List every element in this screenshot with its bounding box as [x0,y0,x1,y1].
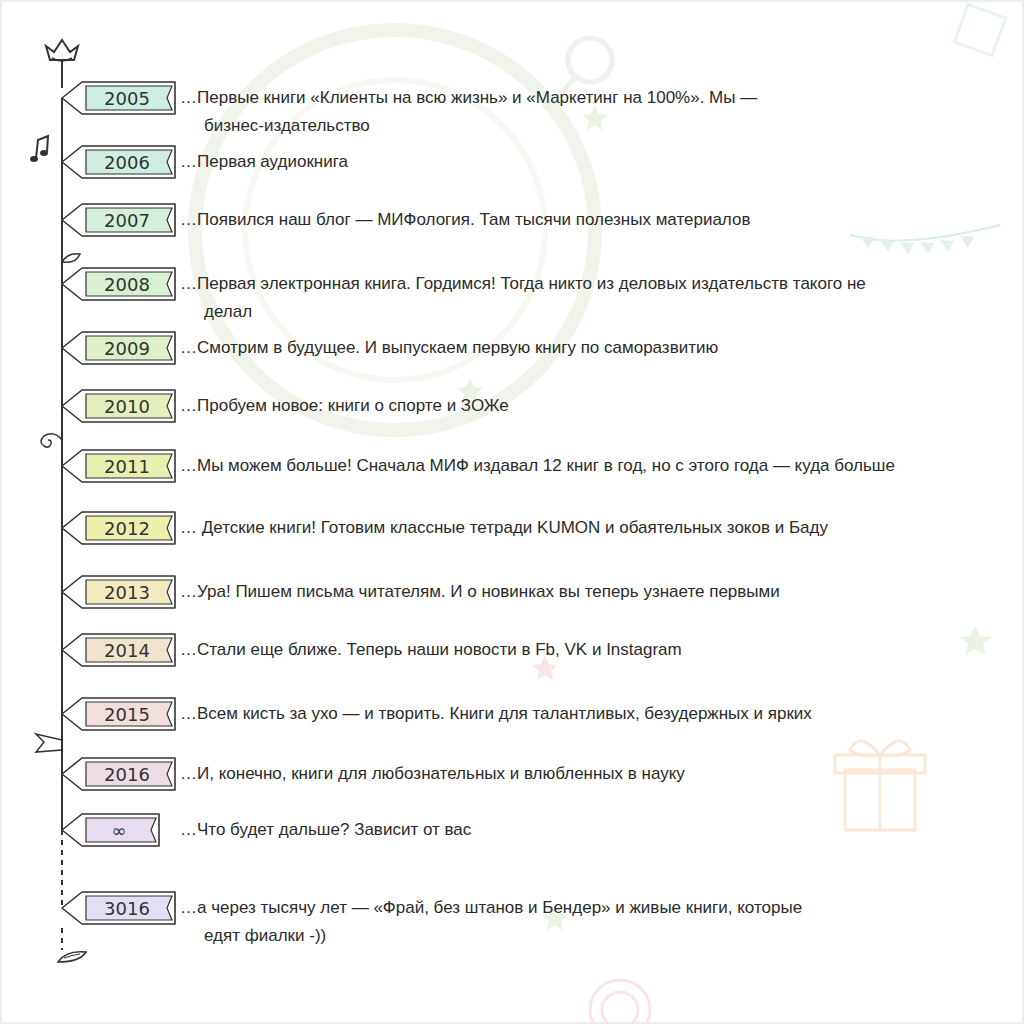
timeline-description: …Первые книги «Клиенты на всю жизнь» и «… [180,84,820,140]
year-flag: 2014 [62,633,176,667]
timeline-stem [61,162,63,220]
flag-pennant [62,814,159,846]
flag-pennant [62,450,175,482]
year-flag: 3016 [62,891,176,925]
year-label: 2016 [62,757,176,791]
year-label: 2006 [62,145,176,179]
spiral [41,434,62,447]
year-label: 2007 [62,203,176,237]
timeline-stem [61,592,63,650]
timeline-description: …Что будет дальше? Зависит от вас [180,816,1000,844]
stem-dashed [61,928,63,950]
flag-pennant [62,698,175,730]
timeline-stem [61,714,63,774]
faint-gift-box [835,741,925,830]
year-label: 2015 [62,697,176,731]
timeline-stem [61,284,63,348]
faint-bunting [860,236,974,254]
year-label: 2014 [62,633,176,667]
timeline-stem [61,220,63,284]
year-flag: 2013 [62,575,176,609]
stem [61,58,63,88]
timeline-stem [61,466,63,528]
timeline-description: …Появился наш блог — МИФология. Там тыся… [180,206,1000,234]
flag-outline [62,813,160,847]
timeline-description: …Первая электронная книга. Гордимся! Тог… [180,270,880,326]
year-flag: 2005 [62,81,176,115]
year-label: 2013 [62,575,176,609]
timeline-stem [61,348,63,406]
flag-pennant [62,892,175,924]
timeline-stem [61,650,63,714]
flag-pennant [62,390,175,422]
timeline-description: …а через тысячу лет — «Фрай, без штанов … [180,894,820,950]
year-flag: 2011 [62,449,176,483]
timeline-stem [61,830,63,908]
year-label: 2012 [62,511,176,545]
music-note-head [40,150,48,156]
flag-pennant [62,204,175,236]
music-note [36,136,48,158]
flag-pennant [62,332,175,364]
timeline-stem [61,406,63,466]
year-label: 2011 [62,449,176,483]
year-label: 3016 [62,891,176,925]
flag-pennant [62,634,175,666]
small-flag [36,734,62,752]
timeline-description: …Мы можем больше! Сначала МИФ издавал 12… [180,452,900,480]
music-note-head [30,156,38,162]
year-label: 2010 [62,389,176,423]
year-flag: 2015 [62,697,176,731]
flag-pennant [62,268,175,300]
year-flag: 2012 [62,511,176,545]
seed-pod [58,952,86,962]
flag-pennant [62,512,175,544]
year-label: 2008 [62,267,176,301]
crown-base [52,58,72,61]
year-flag: 2010 [62,389,176,423]
year-flag: 2006 [62,145,176,179]
year-flag: 2008 [62,267,176,301]
faint-spiral [590,980,650,1024]
seed-pod-line [64,954,80,958]
flag-pennant [62,146,175,178]
timeline-stem [61,774,63,830]
faint-square [954,4,1005,55]
timeline-description: … Детские книги! Готовим классные тетрад… [180,514,1010,542]
timeline-description: …И, конечно, книги для любознательных и … [180,760,1000,788]
timeline-description: …Смотрим в будущее. И выпускаем первую к… [180,334,1000,362]
timeline-description: …Первая аудиокнига [180,148,1000,176]
year-flag: 2016 [62,757,176,791]
year-flag: 2007 [62,203,176,237]
timeline-description: …Пробуем новое: книги о спорте и ЗОЖе [180,392,1000,420]
flag-pennant [62,576,175,608]
timeline-description: …Стали еще ближе. Теперь наши новости в … [180,636,1000,664]
timeline-description: …Всем кисть за ухо — и творить. Книги дл… [180,700,1000,728]
year-flag: 2009 [62,331,176,365]
faint-lollipop [568,38,612,82]
timeline-description: …Ура! Пишем письма читателям. И о новинк… [180,578,1000,606]
year-label: 2009 [62,331,176,365]
leaf [62,254,80,263]
year-label: ∞ [62,813,160,847]
flag-pennant [62,758,175,790]
year-flag: ∞ [62,813,160,847]
timeline-stem [61,528,63,592]
crown [46,40,78,60]
flag-pennant [62,82,175,114]
timeline-stem [61,98,63,162]
year-label: 2005 [62,81,176,115]
